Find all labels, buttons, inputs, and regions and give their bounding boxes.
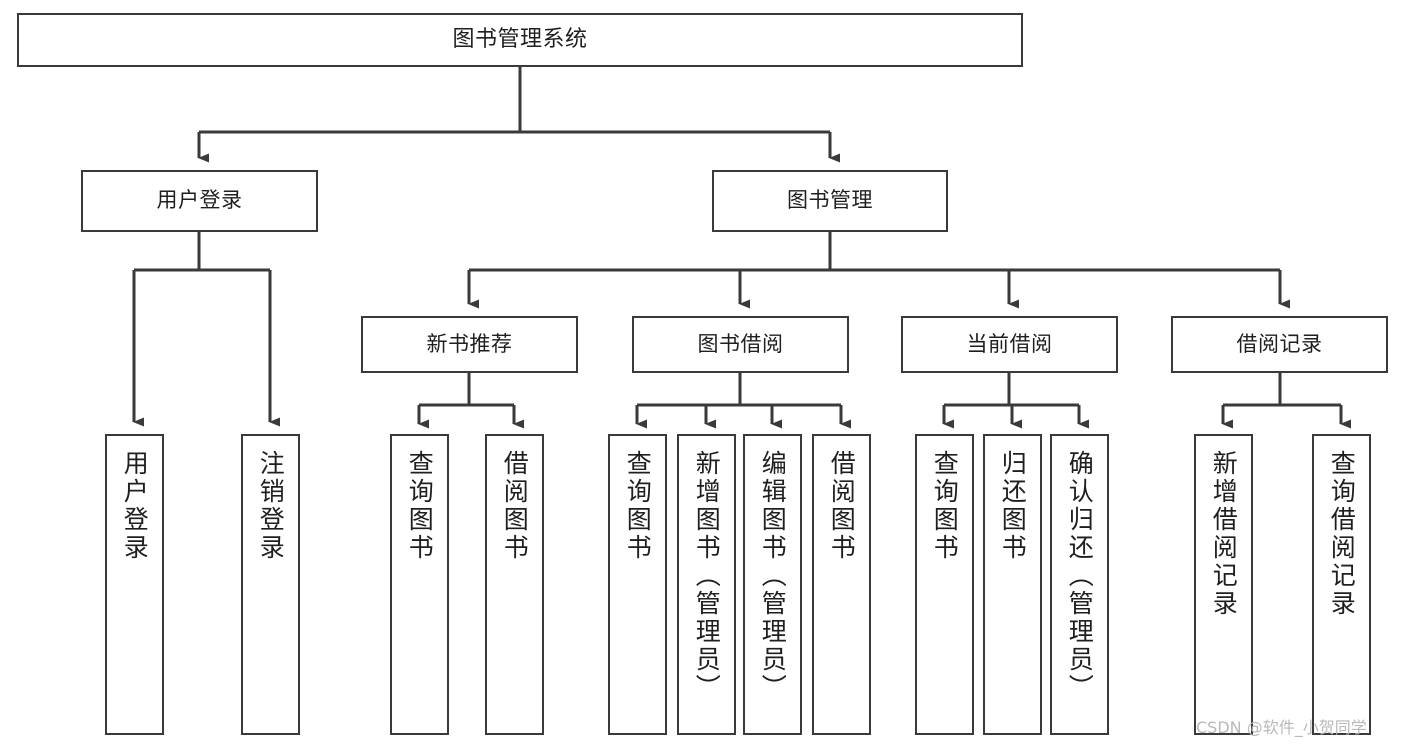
node-label: 新书推荐 [426, 331, 513, 356]
node-label: 查询图书 [930, 450, 960, 562]
node-book-management[interactable]: 图书管理 [712, 170, 948, 232]
leaf-current-return-book[interactable]: 归还图书 [983, 434, 1042, 735]
node-user-login[interactable]: 用户登录 [81, 170, 318, 232]
node-label: 新增图书（管理员） [692, 450, 722, 702]
leaf-borrow-edit-book-admin[interactable]: 编辑图书（管理员） [743, 434, 802, 735]
leaf-newbook-query-book[interactable]: 查询图书 [390, 434, 449, 735]
node-label: 编辑图书（管理员） [758, 450, 788, 702]
node-label: 图书管理 [787, 188, 873, 213]
node-borrow-record[interactable]: 借阅记录 [1171, 316, 1388, 373]
node-label: 查询借阅记录 [1327, 450, 1357, 618]
node-label: 当前借阅 [966, 331, 1053, 356]
node-label: 查询图书 [623, 450, 653, 562]
leaf-record-query-borrow-record[interactable]: 查询借阅记录 [1312, 434, 1371, 735]
leaf-logout-login[interactable]: 注销登录 [241, 434, 300, 735]
node-label: 注销登录 [256, 450, 286, 562]
node-current-borrow[interactable]: 当前借阅 [901, 316, 1118, 373]
leaf-borrow-query-book[interactable]: 查询图书 [608, 434, 667, 735]
leaf-user-login[interactable]: 用户登录 [105, 434, 164, 735]
leaf-current-query-book[interactable]: 查询图书 [915, 434, 974, 735]
node-label: 归还图书 [998, 450, 1028, 562]
node-new-book-recommend[interactable]: 新书推荐 [361, 316, 578, 373]
node-root-system[interactable]: 图书管理系统 [17, 13, 1023, 67]
node-label: 查询图书 [405, 450, 435, 562]
node-label: 图书管理系统 [452, 27, 588, 53]
node-label: 图书借阅 [697, 331, 784, 356]
node-label: 借阅记录 [1236, 331, 1323, 356]
leaf-borrow-borrow-book[interactable]: 借阅图书 [812, 434, 871, 735]
node-label: 新增借阅记录 [1209, 450, 1239, 618]
leaf-newbook-borrow-book[interactable]: 借阅图书 [485, 434, 544, 735]
node-label: 借阅图书 [500, 450, 530, 562]
watermark-text: CSDN @软件_小贺同学 [1196, 718, 1367, 737]
node-label: 用户登录 [156, 188, 243, 213]
leaf-borrow-add-book-admin[interactable]: 新增图书（管理员） [677, 434, 736, 735]
node-label: 借阅图书 [827, 450, 857, 562]
node-book-borrow[interactable]: 图书借阅 [632, 316, 849, 373]
node-label: 用户登录 [120, 450, 150, 562]
node-label: 确认归还（管理员） [1065, 450, 1095, 702]
leaf-record-add-borrow-record[interactable]: 新增借阅记录 [1194, 434, 1253, 735]
leaf-current-confirm-return-admin[interactable]: 确认归还（管理员） [1050, 434, 1109, 735]
